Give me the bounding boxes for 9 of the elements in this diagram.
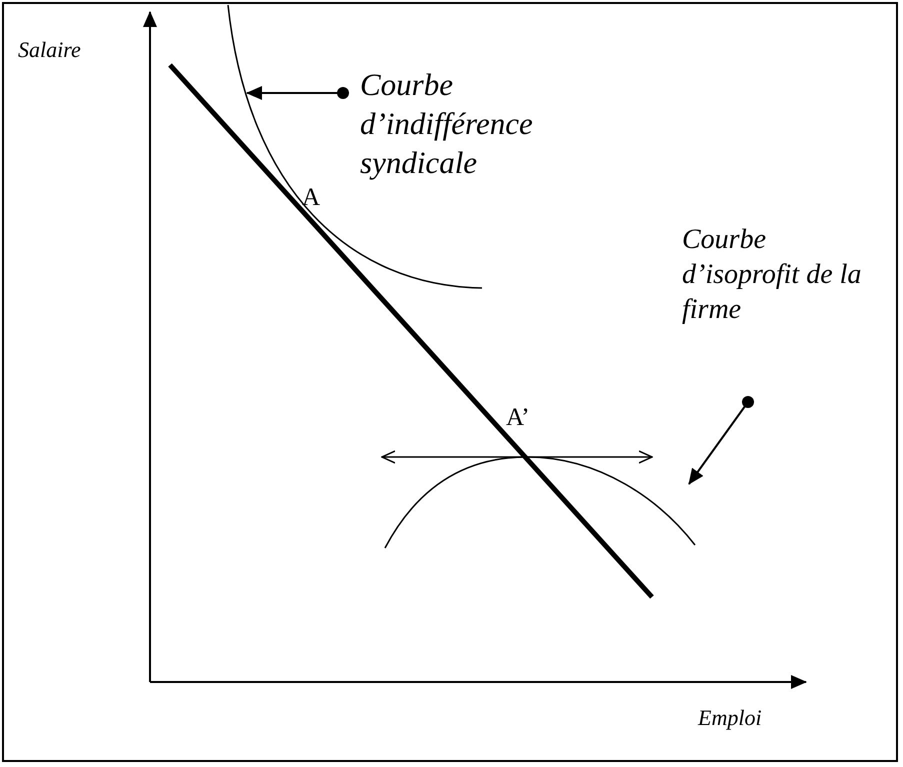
leader-line — [246, 86, 349, 100]
annotation-text: Courbe d’isoprofit de la firme — [682, 222, 887, 327]
point-label: A — [302, 183, 320, 213]
axis-label: Salaire — [18, 36, 81, 64]
leader-line — [688, 396, 754, 485]
curve — [384, 456, 696, 548]
axis-label: Emploi — [698, 704, 762, 732]
annotation-text: Courbe d’indifférence syndicale — [360, 66, 560, 182]
point-label: A’ — [506, 403, 530, 433]
